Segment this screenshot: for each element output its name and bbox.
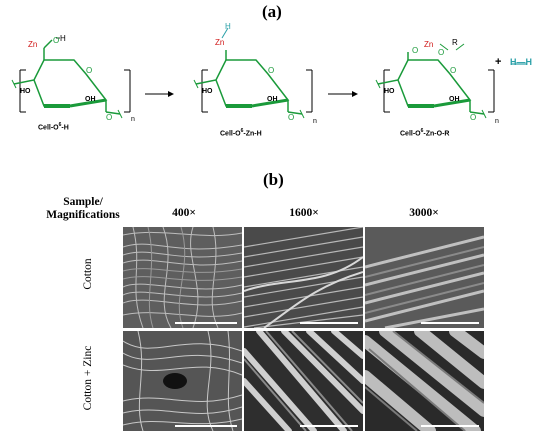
sem-cotton-zinc-1600x	[244, 331, 363, 431]
n-subscript-1: n	[131, 116, 135, 123]
panel-a-label: (a)	[262, 2, 282, 21]
sem-cotton-400x	[123, 227, 242, 328]
row-label-cotton-zinc: Cotton + Zinc	[82, 345, 94, 411]
scale-bar	[175, 322, 237, 324]
ho-label-2: HO	[202, 88, 213, 95]
scale-bar	[421, 425, 479, 427]
o2-label-3: O	[438, 48, 445, 57]
scale-bar	[175, 425, 237, 427]
zn-label-3: Zn	[424, 40, 434, 49]
h-label-2: H	[225, 22, 231, 31]
sem-cotton-zinc-400x	[123, 331, 242, 431]
oh-label-3: OH	[449, 96, 460, 103]
structure-cell-o6-zn-h	[193, 27, 313, 119]
corner-header: Sample/ Magnifications	[40, 196, 126, 222]
caption-structure-2: Cell-O6-Zn-H	[220, 128, 262, 138]
ho-label-1: HO	[20, 88, 31, 95]
row-label-cotton: Cotton	[82, 258, 94, 290]
reaction-scheme	[11, 27, 527, 119]
h-label-1: H	[60, 34, 66, 43]
corner-header-line1: Sample/	[63, 196, 103, 208]
structure-cell-o6-zn-o-r	[375, 43, 495, 119]
sem-cotton-zinc-3000x	[365, 331, 484, 431]
r-label-3: R	[452, 38, 458, 47]
structure-cell-o6-h	[11, 37, 131, 119]
scale-bar	[300, 425, 358, 427]
link-o-2: O	[288, 113, 295, 122]
panel-b-label: (b)	[263, 170, 284, 189]
link-o-1: O	[106, 113, 113, 122]
link-o-3: O	[470, 113, 477, 122]
o-label-3: O	[412, 46, 419, 55]
oh-label-1: OH	[85, 96, 96, 103]
sem-cotton-1600x	[244, 227, 363, 328]
scale-bar	[421, 322, 479, 324]
ring-o-3: O	[450, 66, 457, 75]
caption-structure-3: Cell-O6-Zn-O-R	[400, 128, 450, 138]
ho-label-3: HO	[384, 88, 395, 95]
column-header-400x: 400×	[172, 207, 196, 219]
n-subscript-3: n	[495, 118, 499, 125]
oh-label-2: OH	[267, 96, 278, 103]
plus-sign: +	[495, 56, 502, 68]
o6-label-1: O	[53, 36, 60, 45]
ring-o-2: O	[268, 66, 275, 75]
scale-bar	[300, 322, 358, 324]
ring-o-1: O	[86, 66, 93, 75]
sem-cotton-3000x	[365, 227, 484, 328]
corner-header-line2: Magnifications	[46, 209, 120, 221]
zn-label-1: Zn	[28, 40, 38, 49]
column-header-3000x: 3000×	[409, 207, 439, 219]
hydrogen-molecule: H—H	[510, 57, 532, 67]
n-subscript-2: n	[313, 118, 317, 125]
column-header-1600x: 1600×	[289, 207, 319, 219]
caption-structure-1: Cell-O6-H	[38, 122, 69, 132]
zn-label-2: Zn	[215, 38, 225, 47]
